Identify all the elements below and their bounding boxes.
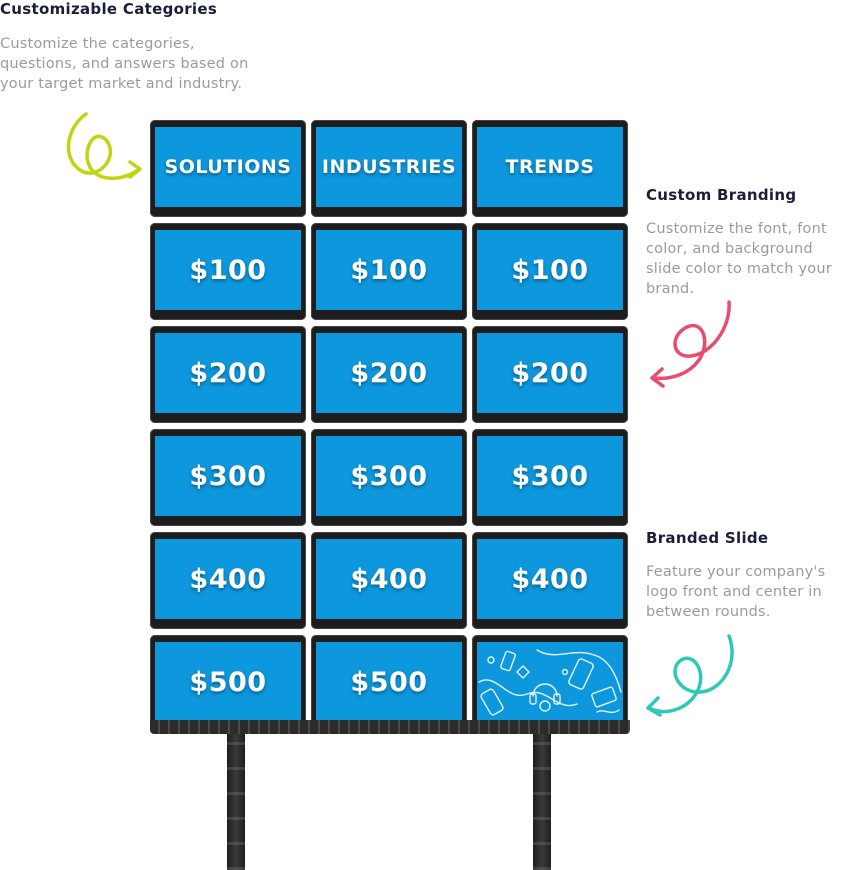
value-label: $200 [189, 357, 267, 389]
value-label: $300 [350, 460, 428, 492]
value-screen: $100 [155, 230, 301, 310]
category-tile[interactable]: TRENDS [472, 120, 628, 217]
category-label: SOLUTIONS [164, 156, 292, 178]
value-tile[interactable]: $300 [472, 429, 628, 526]
value-label: $500 [350, 666, 428, 698]
category-label: TRENDS [505, 156, 595, 178]
value-screen: $400 [155, 539, 301, 619]
category-tile[interactable]: INDUSTRIES [311, 120, 467, 217]
category-screen: SOLUTIONS [155, 127, 301, 207]
value-screen: $100 [316, 230, 462, 310]
value-screen: $400 [477, 539, 623, 619]
value-tile[interactable]: $500 [311, 635, 467, 732]
value-label: $500 [189, 666, 267, 698]
category-screen: INDUSTRIES [316, 127, 462, 207]
value-label: $400 [189, 563, 267, 595]
value-tile[interactable]: $400 [472, 532, 628, 629]
branded-slide-heading: Branded Slide [646, 529, 769, 547]
value-tile[interactable]: $200 [472, 326, 628, 423]
value-label: $400 [511, 563, 589, 595]
branding-description: Customize the font, font color, and back… [646, 221, 832, 297]
value-label: $100 [189, 254, 267, 286]
value-tile[interactable]: $100 [311, 223, 467, 320]
value-tile[interactable]: $500 [150, 635, 306, 732]
value-label: $100 [350, 254, 428, 286]
value-screen: $400 [316, 539, 462, 619]
value-label: $300 [189, 460, 267, 492]
categories-heading: Customizable Categories [0, 0, 218, 18]
value-label: $100 [511, 254, 589, 286]
value-tile[interactable]: $400 [150, 532, 306, 629]
categories-description: Customize the categories, questions, and… [0, 36, 249, 92]
value-tile[interactable]: $400 [311, 532, 467, 629]
support-pole [227, 720, 245, 870]
category-tile[interactable]: SOLUTIONS [150, 120, 306, 217]
value-screen: $300 [477, 436, 623, 516]
value-screen: $200 [477, 333, 623, 413]
value-screen: $300 [316, 436, 462, 516]
value-tile[interactable]: $100 [150, 223, 306, 320]
squiggle-arrow-icon [66, 112, 142, 180]
value-label: $300 [511, 460, 589, 492]
value-tile[interactable]: $200 [311, 326, 467, 423]
value-screen: $300 [155, 436, 301, 516]
branded-slide-screen [477, 642, 623, 722]
value-label: $200 [511, 357, 589, 389]
category-label: INDUSTRIES [321, 156, 457, 178]
value-label: $200 [350, 357, 428, 389]
value-screen: $200 [316, 333, 462, 413]
value-screen: $500 [155, 642, 301, 722]
value-tile[interactable]: $300 [311, 429, 467, 526]
value-screen: $500 [316, 642, 462, 722]
wall-bottom-edge [150, 720, 630, 734]
branded-slide-tile[interactable] [472, 635, 628, 732]
support-pole [533, 720, 551, 870]
branded-slide-description: Feature your company's logo front and ce… [646, 564, 826, 620]
value-screen: $200 [155, 333, 301, 413]
value-label: $400 [350, 563, 428, 595]
value-tile[interactable]: $200 [150, 326, 306, 423]
branding-heading: Custom Branding [646, 186, 797, 204]
category-screen: TRENDS [477, 127, 623, 207]
jeopardy-video-wall: SOLUTIONS INDUSTRIES TRENDS $100 $100 $1… [150, 120, 630, 734]
value-tile[interactable]: $300 [150, 429, 306, 526]
squiggle-arrow-icon [650, 300, 731, 388]
value-screen: $100 [477, 230, 623, 310]
value-tile[interactable]: $100 [472, 223, 628, 320]
tech-doodle-pattern-icon [478, 649, 622, 716]
squiggle-arrow-icon [646, 634, 734, 717]
